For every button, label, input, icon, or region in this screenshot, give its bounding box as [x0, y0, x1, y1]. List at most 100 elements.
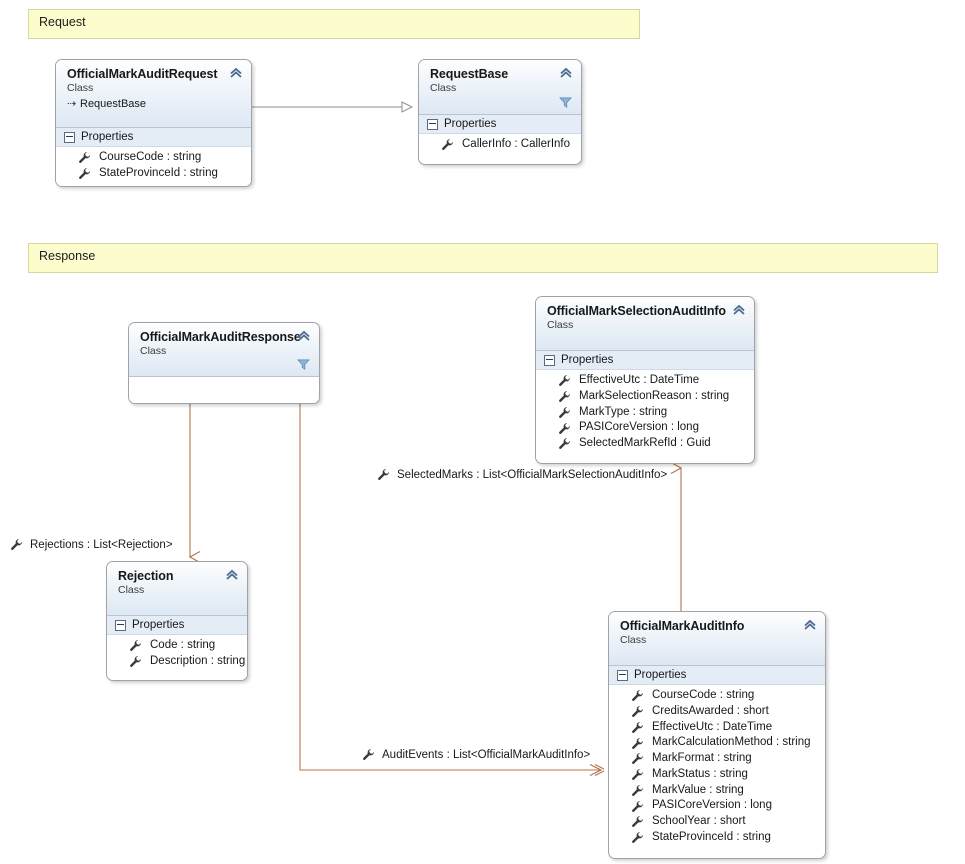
collapse-chevron-icon[interactable] — [297, 329, 311, 343]
property-wrench-icon — [363, 748, 375, 760]
member-label: StateProvinceId : string — [99, 166, 218, 179]
class-title: RequestBase — [430, 67, 509, 81]
member-row[interactable]: SchoolYear : short — [609, 814, 825, 830]
compartment-header-properties[interactable]: Properties — [536, 350, 754, 370]
property-wrench-icon — [559, 406, 571, 418]
member-row[interactable]: CreditsAwarded : short — [609, 704, 825, 720]
collapse-chevron-icon[interactable] — [803, 618, 817, 632]
compartment-label: Properties — [561, 354, 614, 366]
property-wrench-icon — [378, 468, 390, 480]
class-box-rejection[interactable]: Rejection Class Properties Code : string… — [106, 561, 248, 681]
member-row[interactable]: CourseCode : string — [609, 688, 825, 704]
collapse-minus-icon[interactable] — [115, 619, 126, 631]
association-label-text: AuditEvents : List<OfficialMarkAuditInfo… — [382, 748, 591, 761]
inherit-arrow-icon: ⇢ — [67, 98, 77, 111]
class-stereotype: Class — [118, 584, 145, 597]
member-label: Code : string — [150, 639, 216, 651]
member-list: Code : string Description : string — [107, 635, 247, 676]
class-header: OfficialMarkAuditResponse Class — [129, 323, 319, 376]
compartment-header-properties[interactable]: Properties — [56, 127, 251, 147]
member-label: CreditsAwarded : short — [652, 704, 769, 717]
member-row[interactable]: StateProvinceId : string — [609, 830, 825, 846]
property-wrench-icon — [559, 438, 571, 450]
member-label: PASICoreVersion : long — [579, 421, 699, 434]
member-row[interactable]: MarkStatus : string — [609, 767, 825, 783]
property-wrench-icon — [79, 152, 91, 164]
compartment-header-properties[interactable]: Properties — [107, 615, 247, 635]
member-row[interactable]: MarkFormat : string — [609, 751, 825, 767]
class-header: RequestBase Class — [419, 60, 581, 114]
collapse-minus-icon[interactable] — [617, 669, 628, 681]
member-row[interactable]: MarkCalculationMethod : string — [609, 735, 825, 751]
member-label: SchoolYear : short — [652, 815, 746, 827]
collapse-chevron-icon[interactable] — [559, 66, 573, 80]
collapse-minus-icon[interactable] — [544, 354, 555, 366]
class-box-official-mark-audit-request[interactable]: OfficialMarkAuditRequest Class ⇢RequestB… — [55, 59, 252, 187]
class-header: OfficialMarkAuditRequest Class ⇢RequestB… — [56, 60, 251, 127]
member-row[interactable]: CourseCode : string — [56, 150, 251, 166]
property-wrench-icon — [11, 538, 23, 550]
class-stereotype: Class — [430, 82, 457, 95]
rejections-association-label[interactable]: Rejections : List<Rejection> — [10, 538, 173, 551]
collapse-minus-icon[interactable] — [64, 131, 75, 143]
response-banner: Response — [28, 243, 938, 273]
member-list: EffectiveUtc : DateTime MarkSelectionRea… — [536, 370, 754, 458]
member-label: Description : string — [150, 654, 246, 667]
member-row[interactable]: SelectedMarkRefId : Guid — [536, 436, 754, 452]
audit-events-association-label[interactable]: AuditEvents : List<OfficialMarkAuditInfo… — [362, 748, 590, 761]
collapse-chevron-icon[interactable] — [732, 303, 746, 317]
member-row[interactable]: MarkSelectionReason : string — [536, 389, 754, 405]
class-box-official-mark-audit-info[interactable]: OfficialMarkAuditInfo Class Properties C… — [608, 611, 826, 859]
member-row[interactable]: Code : string — [107, 638, 247, 654]
filter-funnel-icon[interactable] — [297, 358, 310, 371]
class-title: OfficialMarkSelectionAuditInfo — [547, 304, 726, 318]
compartment-label: Properties — [634, 669, 687, 681]
member-row[interactable]: CallerInfo : CallerInfo — [419, 137, 581, 153]
collapse-chevron-icon[interactable] — [229, 66, 243, 80]
property-wrench-icon — [632, 753, 644, 765]
property-wrench-icon — [632, 800, 644, 812]
member-label: CourseCode : string — [99, 151, 202, 163]
compartment-header-properties[interactable]: Properties — [419, 114, 581, 134]
member-row[interactable]: EffectiveUtc : DateTime — [536, 373, 754, 389]
class-title: OfficialMarkAuditInfo — [620, 619, 745, 633]
member-label: MarkValue : string — [652, 783, 744, 796]
collapse-chevron-icon[interactable] — [225, 568, 239, 582]
class-box-official-mark-audit-response[interactable]: OfficialMarkAuditResponse Class — [128, 322, 320, 404]
member-row[interactable]: Description : string — [107, 654, 247, 670]
request-banner-label: Request — [39, 15, 86, 29]
class-base-type: ⇢RequestBase — [67, 97, 241, 112]
class-stereotype: Class — [140, 345, 167, 358]
request-banner: Request — [28, 9, 640, 39]
class-box-official-mark-selection-audit-info[interactable]: OfficialMarkSelectionAuditInfo Class Pro… — [535, 296, 755, 464]
member-row[interactable]: EffectiveUtc : DateTime — [609, 720, 825, 736]
member-row[interactable]: MarkValue : string — [609, 783, 825, 799]
member-label: MarkCalculationMethod : string — [652, 736, 811, 749]
property-wrench-icon — [632, 784, 644, 796]
class-title: OfficialMarkAuditResponse — [140, 330, 301, 344]
class-header: OfficialMarkAuditInfo Class — [609, 612, 825, 665]
property-wrench-icon — [559, 422, 571, 434]
filter-funnel-icon[interactable] — [559, 96, 572, 109]
member-label: CourseCode : string — [652, 689, 755, 701]
member-row[interactable]: PASICoreVersion : long — [609, 798, 825, 814]
class-base-label: RequestBase — [80, 98, 147, 111]
property-wrench-icon — [632, 816, 644, 828]
member-label: EffectiveUtc : DateTime — [579, 374, 700, 386]
member-row[interactable]: MarkType : string — [536, 405, 754, 421]
member-label: StateProvinceId : string — [652, 830, 771, 843]
property-wrench-icon — [632, 721, 644, 733]
member-row[interactable]: PASICoreVersion : long — [536, 420, 754, 436]
selected-marks-association-label[interactable]: SelectedMarks : List<OfficialMarkSelecti… — [377, 468, 667, 481]
class-stereotype: Class — [67, 82, 94, 95]
member-label: MarkType : string — [579, 405, 668, 418]
class-box-request-base[interactable]: RequestBase Class Properties CallerInfo … — [418, 59, 582, 165]
association-label-text: Rejections : List<Rejection> — [30, 538, 173, 551]
member-list: CourseCode : string CreditsAwarded : sho… — [609, 685, 825, 852]
compartment-header-properties[interactable]: Properties — [609, 665, 825, 685]
property-wrench-icon — [632, 832, 644, 844]
collapse-minus-icon[interactable] — [427, 118, 438, 130]
member-row[interactable]: StateProvinceId : string — [56, 166, 251, 182]
property-wrench-icon — [632, 690, 644, 702]
class-stereotype: Class — [547, 319, 574, 332]
